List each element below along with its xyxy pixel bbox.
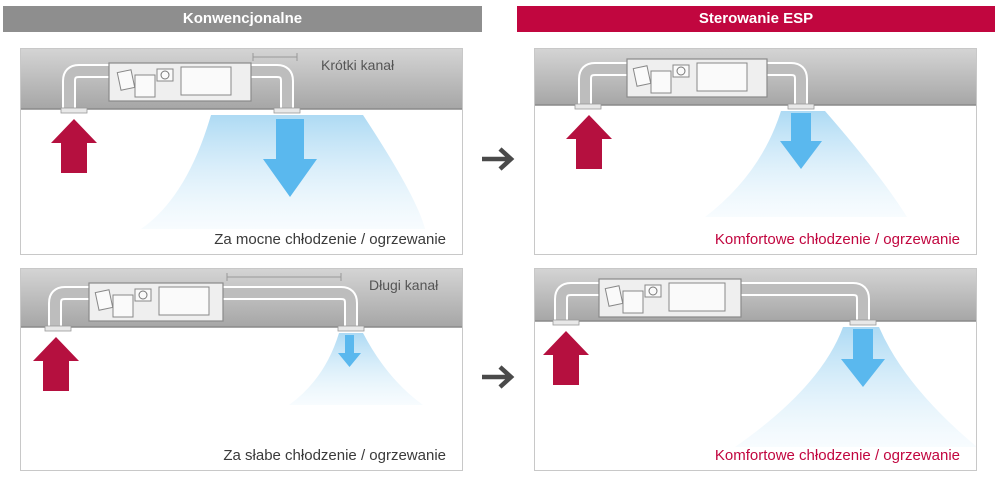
diagram-esp-long-duct bbox=[535, 269, 976, 447]
panel-conventional-short-duct: Krótki kanał Za mocne chłodzenie / ogrze… bbox=[20, 48, 463, 255]
airflow-glow bbox=[735, 327, 976, 447]
indoor-unit bbox=[626, 58, 768, 98]
diagram-conventional-long-duct bbox=[21, 269, 462, 405]
down-arrow-icon bbox=[841, 329, 885, 387]
right-arrow-icon bbox=[482, 365, 515, 389]
indoor-unit bbox=[88, 282, 224, 322]
up-arrow-icon bbox=[543, 331, 589, 385]
down-arrow-icon bbox=[338, 335, 361, 367]
airflow-glow bbox=[289, 333, 423, 405]
indoor-unit bbox=[108, 62, 252, 102]
panel-esp-short-duct: Komfortowe chłodzenie / ogrzewanie bbox=[534, 48, 977, 255]
airflow-glow bbox=[705, 111, 907, 217]
panel-esp-long-duct: Komfortowe chłodzenie / ogrzewanie bbox=[534, 268, 977, 471]
caption: Komfortowe chłodzenie / ogrzewanie bbox=[714, 447, 960, 464]
conventional-header: Konwencjonalne bbox=[3, 6, 482, 32]
caption: Za mocne chłodzenie / ogrzewanie bbox=[214, 231, 446, 248]
caption: Za słabe chłodzenie / ogrzewanie bbox=[223, 447, 446, 464]
up-arrow-icon bbox=[51, 119, 97, 173]
up-arrow-icon bbox=[33, 337, 79, 391]
panel-conventional-long-duct: Długi kanał Za słabe chłodzenie / ogrzew… bbox=[20, 268, 463, 471]
duct-label: Krótki kanał bbox=[321, 57, 395, 73]
down-arrow-icon bbox=[780, 113, 822, 169]
diagram-esp-short-duct bbox=[535, 49, 976, 217]
caption: Komfortowe chłodzenie / ogrzewanie bbox=[714, 231, 960, 248]
esp-header: Sterowanie ESP bbox=[517, 6, 995, 32]
diagram-conventional-short-duct bbox=[21, 49, 462, 229]
down-arrow-icon bbox=[263, 119, 317, 197]
up-arrow-icon bbox=[566, 115, 612, 169]
indoor-unit bbox=[598, 278, 742, 318]
duct-label: Długi kanał bbox=[369, 277, 439, 293]
right-arrow-icon bbox=[482, 147, 515, 171]
